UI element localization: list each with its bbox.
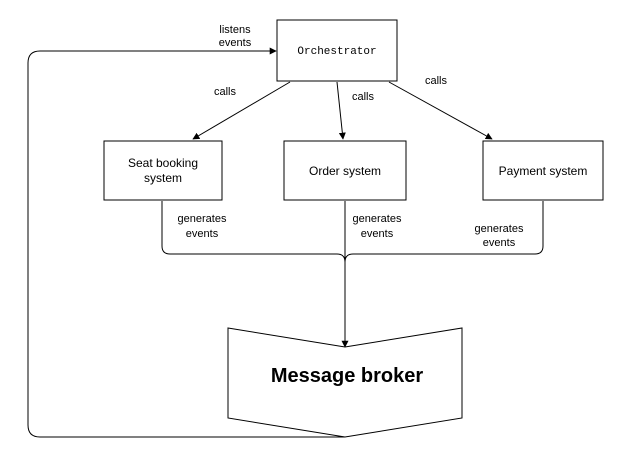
calls-payment-edge (388, 81, 493, 140)
calls-left-label: calls (214, 86, 237, 98)
order-system-node[interactable] (283, 140, 407, 201)
calls-order-edge (336, 81, 346, 140)
message-broker-label: Message broker (271, 365, 424, 387)
payment-system-node[interactable] (482, 140, 604, 201)
gen-right-label-line1: generates (475, 223, 524, 235)
seat-booking-label-line1: Seat booking (128, 156, 198, 170)
gen-left-label-line2: events (186, 228, 219, 240)
calls-right-label: calls (425, 75, 448, 87)
orchestrator-node[interactable] (276, 19, 398, 82)
gen-mid-label-line1: generates (353, 213, 402, 225)
seat-booking-label-line2: system (144, 171, 182, 185)
message-broker-node[interactable] (227, 327, 463, 438)
listens-label-line2: events (219, 37, 252, 49)
payment-system-label: Payment system (499, 164, 588, 178)
gen-left-label-line1: generates (178, 213, 227, 225)
order-system-label: Order system (309, 164, 381, 178)
seat-booking-node[interactable] (103, 140, 223, 201)
listens-events-edge (27, 47, 345, 438)
calls-middle-label: calls (352, 91, 375, 103)
gen-right-label-line2: events (483, 237, 516, 249)
gen-mid-label-line2: events (361, 228, 394, 240)
listens-label-line1: listens (219, 24, 251, 36)
calls-seat-booking-edge (192, 81, 291, 140)
orchestrator-label: Orchestrator (297, 46, 376, 58)
